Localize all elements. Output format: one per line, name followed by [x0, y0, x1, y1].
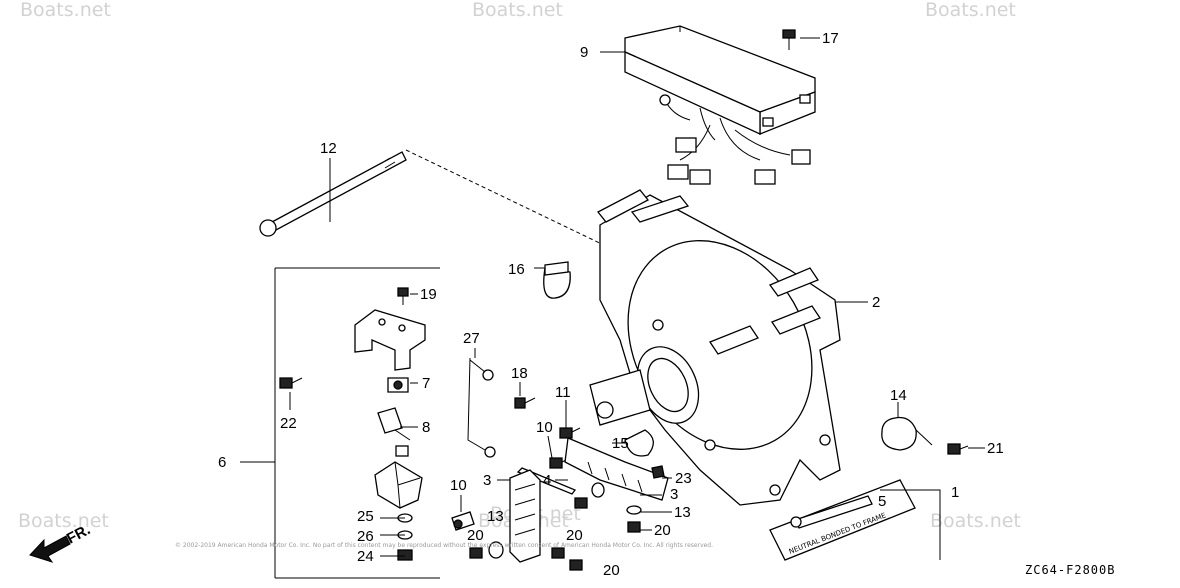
callout-21: 21 — [987, 440, 1004, 457]
callout-6: 6 — [218, 454, 226, 471]
callout-10: 10 — [450, 477, 467, 494]
callout-12: 12 — [320, 140, 337, 157]
watermark: Boats.net — [18, 510, 109, 532]
callout-5: 5 — [878, 493, 886, 510]
clamp-16-part[interactable] — [543, 261, 571, 299]
watermark: Boats.net — [930, 510, 1021, 532]
callout-3: 3 — [483, 472, 491, 489]
callout-8: 8 — [422, 419, 430, 436]
callout-13: 13 — [487, 508, 504, 525]
leader-dashed — [405, 149, 611, 249]
figure-code: ZC64-F2800B — [1025, 563, 1115, 577]
ground-wire-27-part[interactable] — [467, 357, 496, 458]
screw-22-part[interactable] — [279, 377, 303, 389]
callout-20: 20 — [467, 527, 484, 544]
screw-11-part[interactable] — [559, 427, 581, 439]
screw-20-part[interactable] — [627, 521, 641, 533]
screw-20-part[interactable] — [551, 547, 565, 559]
callout-9: 9 — [580, 44, 588, 61]
clamp-15-part[interactable] — [624, 429, 654, 457]
callout-1: 1 — [951, 484, 959, 501]
washer-13-part[interactable] — [626, 505, 642, 515]
callout-15: 15 — [612, 435, 629, 452]
band-14-part[interactable] — [881, 416, 933, 451]
copyright-notice: © 2002-2019 American Honda Motor Co. Inc… — [175, 542, 713, 549]
group-bracket — [274, 267, 440, 579]
screw-20-part[interactable] — [569, 559, 583, 571]
screw-18-part[interactable] — [514, 397, 536, 409]
screw-23-part[interactable] — [651, 465, 665, 479]
long-bolt-part[interactable] — [259, 151, 407, 237]
watermark: Boats.net — [20, 0, 111, 21]
screw-19-part[interactable] — [397, 287, 409, 305]
callout-14: 14 — [890, 387, 907, 404]
callout-25: 25 — [357, 508, 374, 525]
generator-housing-part[interactable] — [589, 189, 849, 506]
callout-16: 16 — [508, 261, 525, 278]
callout-24: 24 — [357, 548, 374, 565]
callout-22: 22 — [280, 415, 297, 432]
collar-13-part[interactable] — [591, 482, 605, 498]
screw-21-part[interactable] — [947, 443, 969, 455]
callout-23: 23 — [675, 470, 692, 487]
callout-20: 20 — [654, 522, 671, 539]
leader-lines — [289, 37, 985, 557]
neutral-tag-part[interactable]: NEUTRAL BONDED TO FRAME — [769, 479, 916, 561]
callout-13: 13 — [674, 504, 691, 521]
callout-26: 26 — [357, 528, 374, 545]
screw-20-part[interactable] — [469, 547, 483, 559]
callout-18: 18 — [511, 365, 528, 382]
callout-2: 2 — [872, 294, 880, 311]
callout-20: 20 — [603, 562, 620, 579]
callout-20: 20 — [566, 527, 583, 544]
nut-24-part[interactable] — [397, 549, 413, 561]
bolt-17-part[interactable] — [782, 29, 796, 50]
callout-10: 10 — [536, 419, 553, 436]
terminal-block-3-part[interactable] — [509, 469, 541, 563]
watermark: Boats.net — [472, 0, 563, 21]
brush-holder-block-part[interactable] — [374, 461, 423, 509]
watermark: Boats.net — [925, 0, 1016, 21]
screw-20-part[interactable] — [574, 497, 588, 509]
callout-27: 27 — [463, 330, 480, 347]
brush-8-part[interactable] — [377, 407, 411, 457]
callout-11: 11 — [555, 384, 571, 401]
callout-7: 7 — [422, 375, 430, 392]
brush-7-part[interactable] — [387, 377, 409, 393]
leader-line — [880, 489, 941, 560]
callout-4: 4 — [543, 472, 551, 489]
brush-holder-plate-part[interactable] — [354, 309, 426, 371]
screw-10-part[interactable] — [451, 511, 475, 531]
terminal-block-3-part[interactable] — [564, 437, 669, 501]
collar-13-part[interactable] — [488, 541, 504, 559]
callout-19: 19 — [420, 286, 437, 303]
callout-17: 17 — [822, 30, 839, 47]
control-box-part[interactable] — [624, 25, 816, 185]
callout-3: 3 — [670, 486, 678, 503]
